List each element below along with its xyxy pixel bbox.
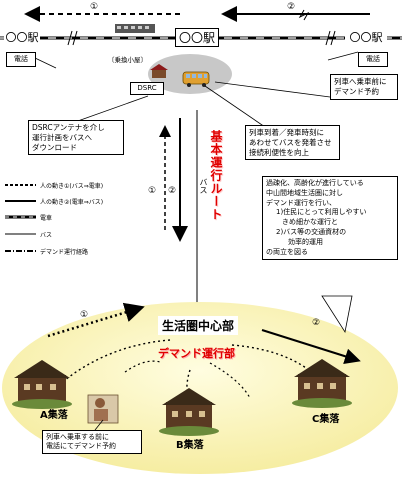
callout-right: 列車へ乗車前に デマンド予約 [330, 74, 398, 100]
village-c-icon [292, 359, 352, 408]
purpose-line-4: 1)住民にとって利用しやすい [276, 208, 367, 217]
legend-item-train: 電車 [40, 215, 53, 222]
dsrc-box: DSRC [130, 82, 164, 96]
village-b-label: B集落 [176, 440, 204, 451]
arrow-2-number: ② [287, 2, 296, 12]
hub-label: 生活圏中心部 [158, 316, 239, 335]
legend: 人の動き①(バス⇒電車) 人の動き②(電車⇒バス) 電車 バス デマンド運行経路 [40, 180, 150, 260]
callout-right-line-1: 列車へ乗車前に [334, 77, 387, 86]
phone-person-icon [87, 394, 119, 424]
vertical-1-number: ① [148, 186, 157, 196]
arrow-hub-to-village-c [261, 329, 361, 365]
arrow-village-a-to-hub [47, 302, 145, 338]
vertical-2-number: ② [168, 186, 177, 196]
legend-item-bus: バス [40, 232, 53, 239]
callout-phone-line-1: 列車へ乗車する前に [46, 433, 109, 441]
arrow-1-number: ① [90, 2, 99, 12]
callout-dsrc-line-1: DSRCアンテナを介し [32, 123, 105, 132]
station-left: 〇〇駅 [4, 29, 40, 45]
train-icon [115, 24, 155, 33]
bottom-2-number: ② [312, 318, 321, 328]
station-right: 〇〇駅 [345, 29, 387, 45]
phone-left-box: 電話 [6, 52, 36, 68]
route-label: 基本運行ルート [209, 130, 223, 221]
demand-label: デマンド運行部 [158, 347, 235, 360]
callout-transfer: 列車到着／発車時刻に あわせてバスを発着させ 接続利便性を向上 [245, 125, 340, 161]
bus-label: バス [199, 178, 208, 194]
legend-item-movement-2: 人の動き②(電車⇒バス) [40, 199, 104, 206]
callout-transfer-line-2: あわせてバスを発着させ [249, 137, 332, 147]
purpose-line-2: 中山間地域生活圏に対し [266, 188, 343, 197]
village-a-icon [12, 360, 72, 409]
bottom-1-number: ① [80, 310, 89, 320]
callout-dsrc-line-3: ダウンロード [32, 142, 77, 152]
bus-icon [182, 71, 210, 87]
callout-phone-line-2: 電話にてデマンド予約 [46, 442, 116, 451]
village-b-icon [159, 388, 219, 436]
legend-item-demand-route: デマンド運行経路 [40, 249, 89, 256]
callout-transfer-line-1: 列車到着／発車時刻に [249, 128, 324, 137]
station-center: 〇〇駅 [175, 28, 219, 47]
callout-dsrc-line-2: 運行計画をバスへ [32, 132, 92, 142]
purpose-box: 過疎化、高齢化が進行している 中山間地域生活圏に対し デマンド運行を行い、 1)… [262, 176, 398, 261]
purpose-line-5: きめ細かな運行と [282, 218, 338, 227]
callout-transfer-line-3: 接続利便性を向上 [249, 147, 309, 157]
purpose-line-8: の両立を図る [266, 247, 308, 256]
purpose-line-6: 2)バス等の交通資材の [276, 227, 347, 236]
callout-phone: 列車へ乗車する前に 電話にてデマンド予約 [42, 430, 142, 455]
village-c-label: C集落 [312, 414, 340, 425]
callout-dsrc: DSRCアンテナを介し 運行計画をバスへ ダウンロード [28, 120, 124, 156]
purpose-line-7: 効率的運用 [288, 237, 323, 246]
shelter-icon [150, 64, 168, 78]
shelter-sign: 〔乗換小屋〕 [108, 56, 147, 64]
legend-item-movement-1: 人の動き①(バス⇒電車) [40, 183, 104, 190]
village-a-label: A集落 [40, 410, 68, 421]
purpose-line-3: デマンド運行を行い、 [266, 198, 336, 207]
purpose-line-1: 過疎化、高齢化が進行している [266, 179, 364, 187]
phone-right-box: 電話 [358, 52, 388, 68]
callout-right-line-2: デマンド予約 [334, 86, 379, 96]
